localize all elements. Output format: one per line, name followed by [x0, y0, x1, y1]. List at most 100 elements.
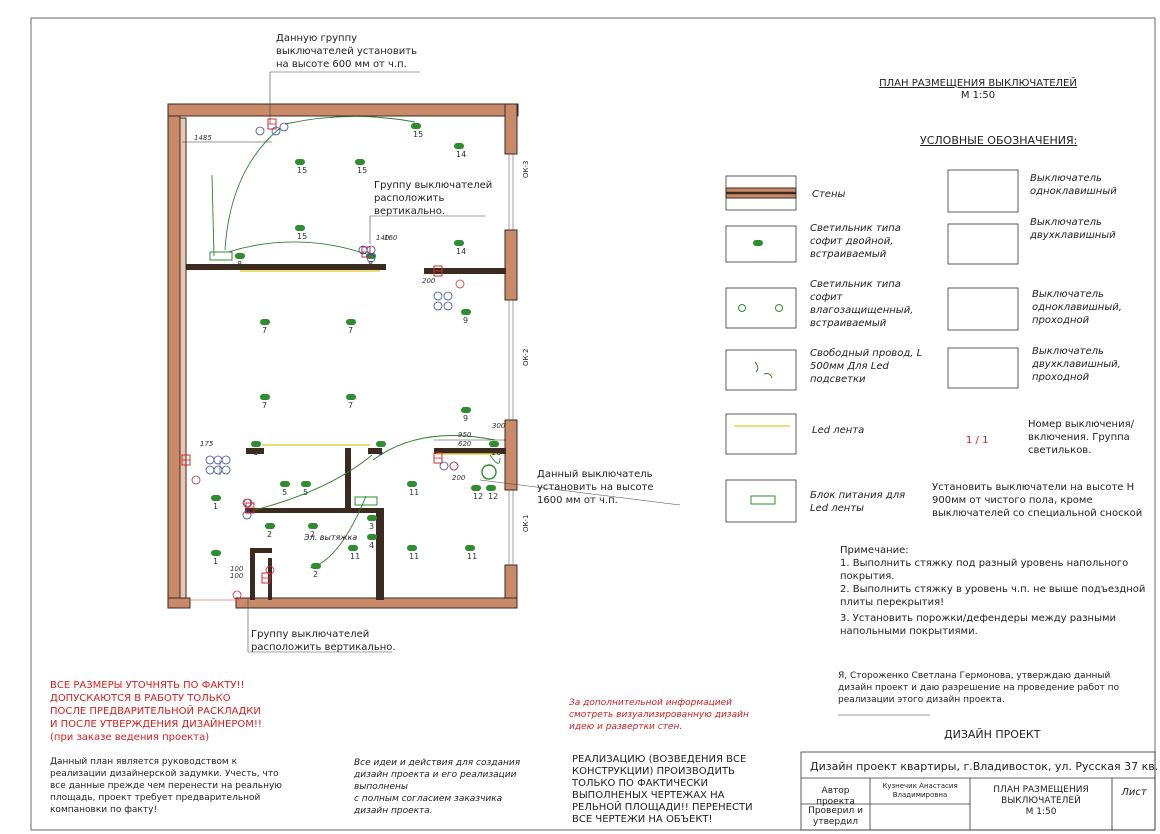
design-project-label: ДИЗАЙН ПРОЕКТ	[944, 728, 1041, 741]
light-number: 7	[348, 401, 353, 410]
light-fixture	[454, 240, 464, 246]
light-fixture	[346, 394, 356, 400]
dimension: 175	[200, 440, 214, 448]
switch-number-circle	[221, 465, 231, 475]
legend-switch-single-pass: Выключатель одноклавишный, проходной	[1032, 289, 1122, 326]
dimension: 140	[376, 234, 390, 242]
light-number: 12	[488, 492, 498, 501]
legend-power-block: Блок питания для Led ленты	[810, 490, 906, 514]
light-number: 12	[473, 492, 483, 501]
dimension: 950	[458, 431, 472, 439]
switch	[245, 502, 255, 514]
legend-switch-double-pass: Выключатель двухклавишный, проходной	[1032, 346, 1121, 383]
dimension: 200	[452, 474, 466, 482]
note-3: 3. Установить порожки/дефендеры между ра…	[840, 613, 1117, 637]
extra-info-text: За дополнительной информацией смотреть в…	[569, 698, 749, 732]
dimension: 100	[230, 572, 244, 580]
legend-height-note: Установить выключатели на высоте Н 900мм…	[932, 482, 1143, 519]
tb-project: Дизайн проект квартиры, г.Владивосток, у…	[810, 760, 1159, 773]
light-fixture	[311, 563, 321, 569]
switch-number-circle	[366, 253, 376, 263]
guide-text: Данный план является руководством к реал…	[50, 757, 282, 815]
light-number: 8	[237, 260, 242, 269]
light-number: 7	[262, 326, 267, 335]
light-number: 1	[213, 557, 218, 566]
switch-number-circle	[205, 465, 215, 475]
switch-number-circle	[255, 126, 265, 136]
title-block-lines	[800, 751, 1156, 831]
switch	[267, 118, 277, 130]
notes-heading: Примечание:	[840, 545, 909, 556]
light-fixture	[211, 550, 221, 556]
light-number: 11	[409, 552, 419, 561]
sheet-scale: М 1:50	[960, 90, 996, 101]
light-fixture	[376, 441, 386, 447]
group-number-circle	[191, 475, 201, 485]
group-number-circle	[243, 498, 253, 508]
light-number: 2	[310, 530, 315, 539]
light-fixture	[265, 523, 275, 529]
light-number: 15	[413, 130, 423, 139]
light-fixture	[251, 441, 261, 447]
switch	[181, 454, 191, 466]
switches	[181, 118, 497, 600]
light-fixture	[348, 545, 358, 551]
switch-number-circle	[433, 291, 443, 301]
warning-text: ВСЕ РАЗМЕРЫ УТОЧНЯТЬ ПО ФАКТУ!! ДОПУСКАЮ…	[50, 680, 262, 743]
light-fixture	[211, 495, 221, 501]
light-fixture	[367, 515, 377, 521]
tb-sheet-label: Лист	[1121, 787, 1147, 798]
annotation-top: Данную группу выключателей установить на…	[276, 33, 418, 70]
light-number: 7	[348, 326, 353, 335]
switch-number-circle	[279, 122, 289, 132]
light-number: 7	[262, 401, 267, 410]
light-fixture	[260, 319, 270, 325]
legend-boxes	[725, 169, 1019, 523]
light-number: 2	[313, 570, 318, 579]
note-1: 1. Выполнить стяжку под разный уровень н…	[840, 558, 1129, 582]
windows	[190, 154, 514, 601]
led-strips	[240, 270, 500, 455]
annotation-vertical-1: Группу выключателей расположить вертикал…	[374, 180, 493, 217]
legend-switch-double: Выключатель двухклавишный	[1030, 217, 1116, 241]
switch-number-circle	[439, 461, 449, 471]
light-number: 15	[357, 166, 367, 175]
light-fixture	[346, 319, 356, 325]
light-fixture	[465, 545, 475, 551]
light-number: 9	[463, 316, 468, 325]
light-number: 8	[368, 260, 373, 269]
led-power-block	[354, 496, 378, 506]
light-fixture	[301, 481, 311, 487]
light-fixture	[367, 534, 377, 540]
light-fixture	[407, 481, 417, 487]
light-fixture	[461, 309, 471, 315]
switch-number-circle	[433, 301, 443, 311]
switch-number-circle	[271, 126, 281, 136]
light-fixtures	[211, 123, 499, 569]
light-number: 6	[378, 448, 383, 457]
light-number: 4	[369, 541, 374, 550]
light-fixture	[295, 159, 305, 165]
group-number-circle	[265, 565, 275, 575]
hood-symbol	[481, 464, 497, 480]
light-number: 2	[267, 530, 272, 539]
light-fixture	[411, 123, 421, 129]
note-2: 2. Выполнить стяжку в уровень ч.п. не вы…	[840, 584, 1146, 608]
tb-check-label: Проверил и утвердил	[808, 806, 863, 827]
light-number: 11	[467, 552, 477, 561]
sheet-title: ПЛАН РАЗМЕЩЕНИЯ ВЫКЛЮЧАТЕЛЕЙ	[879, 78, 1077, 89]
realization-text: РЕАЛИЗАЦИЮ (ВОЗВЕДЕНИЯ ВСЕ КОНСТРУКЦИИ) …	[572, 754, 753, 825]
legend-walls: Стены	[812, 189, 846, 200]
light-fixture	[295, 225, 305, 231]
switch-number-circle	[213, 455, 223, 465]
window-ok2: ОК-2	[522, 348, 530, 366]
switch-number-circle	[242, 510, 252, 520]
dimension: 1485	[194, 134, 212, 142]
switch-number-circle	[443, 291, 453, 301]
legend-symbols	[725, 187, 797, 505]
dimension: 300	[492, 422, 506, 430]
room-label-hood: Эл. вытяжка	[304, 533, 358, 542]
light-number: 9	[463, 414, 468, 423]
